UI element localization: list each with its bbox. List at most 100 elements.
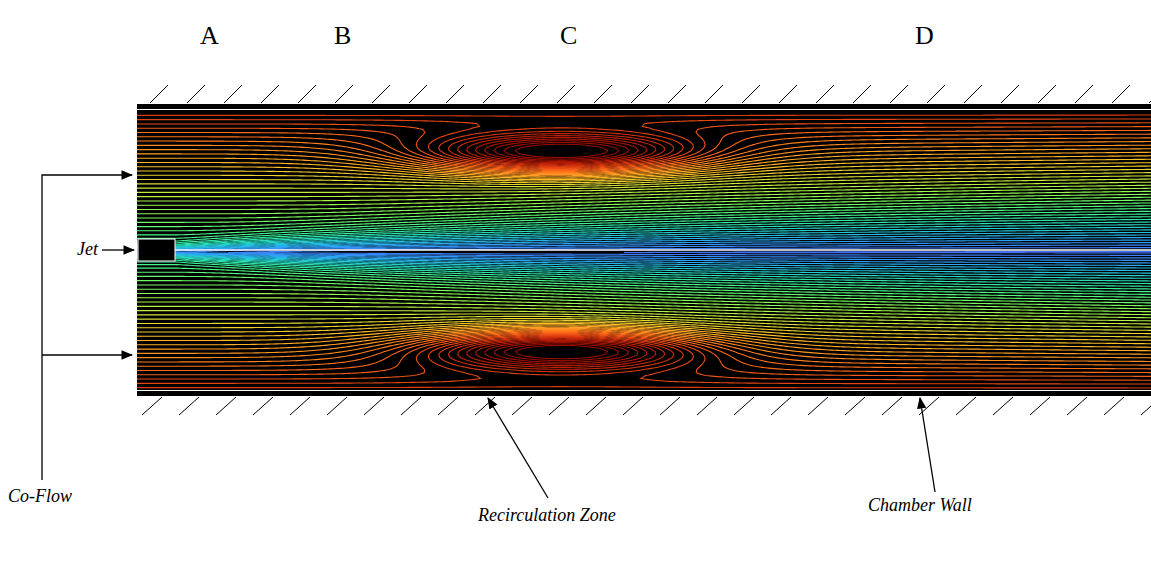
hatch-line [372,85,390,103]
hatch-line [845,397,865,415]
streamline [137,109,1151,391]
recirculation-label: Recirculation Zone [478,506,616,526]
hatch-line [853,85,871,103]
hatch-line [1067,397,1087,415]
recirculation-leader [488,398,548,498]
streamline [467,136,656,368]
streamline [137,109,1151,391]
streamline [494,141,629,363]
hatch-line [1075,85,1093,103]
hatch-line [475,397,495,415]
streamline [137,109,1151,391]
hatch-line [520,85,538,103]
streamline [137,109,1151,391]
hatch-line [364,397,384,415]
station-label: C [560,22,577,51]
streamline [448,131,674,371]
coflow-label: Co-Flow [8,487,72,507]
streamline [137,109,1151,391]
streamline [137,109,1151,391]
streamline [137,109,1151,391]
centerline [175,249,1151,251]
hatch-line [816,85,834,103]
streamline [137,109,1151,391]
hatch-line [734,397,754,415]
station-label: A [200,22,219,51]
hatch-line [327,397,347,415]
hatch-line [261,85,279,103]
streamline [137,109,1151,391]
streamline [137,109,1151,391]
streamline [137,109,1151,391]
streamline [137,109,1151,391]
streamline [137,109,1151,391]
jet-label: Jet [77,240,98,260]
hatch-line [890,85,908,103]
streamline [137,109,1151,391]
hatch-line [483,85,501,103]
hatch-line [290,397,310,415]
streamline [137,109,1151,391]
wall-leader [920,398,935,492]
streamline [515,144,607,358]
hatch-line [187,85,205,103]
hatch-line [668,85,686,103]
hatch-line [512,397,532,415]
hatch-line [993,397,1013,415]
streamline [137,109,1151,391]
streamline [137,109,1151,391]
streamline [137,109,1151,391]
streamline [137,109,1151,391]
hatch-line [697,397,717,415]
hatch-line [446,85,464,103]
streamline [504,142,619,360]
chamber-wall-bottom [137,391,1151,396]
streamline [137,109,1151,391]
coflow-arrow [42,354,132,355]
hatch-line [298,85,316,103]
streamline [137,109,1151,391]
hatch-line [1001,85,1019,103]
hatch-line [771,397,791,415]
chamber-wall-top [137,104,1151,109]
hatch-line [1038,85,1056,103]
streamline [137,109,1151,391]
wall-hatching [142,85,1151,415]
station-label: D [915,22,934,51]
hatch-line [742,85,760,103]
streamline [137,109,1151,391]
streamline [137,109,1151,391]
hatch-line [705,85,723,103]
streamline [137,109,1151,391]
hatch-line [623,397,643,415]
streamline [475,137,647,365]
streamline [137,109,1151,391]
streamline [137,109,1151,391]
hatch-line [557,85,575,103]
streamline [137,109,1151,391]
streamline [137,109,1151,391]
streamline [137,109,1151,391]
station-label: B [334,22,351,51]
streamline [137,109,1151,391]
streamline [137,109,1151,391]
hatch-line [1149,85,1151,103]
hatch-line [549,397,569,415]
streamlines [137,109,1151,391]
wall-label: Chamber Wall [868,496,972,516]
hatch-line [964,85,982,103]
hatch-line [1112,85,1130,103]
hatch-line [253,397,273,415]
coflow-arrow [42,175,132,480]
hatch-line [808,397,828,415]
hatch-line [216,397,236,415]
hatch-line [1104,397,1124,415]
hatch-line [438,397,458,415]
hatch-line [956,397,976,415]
streamline [137,109,1151,391]
streamline [137,109,1151,391]
hatch-line [142,397,162,415]
streamline [484,139,638,364]
